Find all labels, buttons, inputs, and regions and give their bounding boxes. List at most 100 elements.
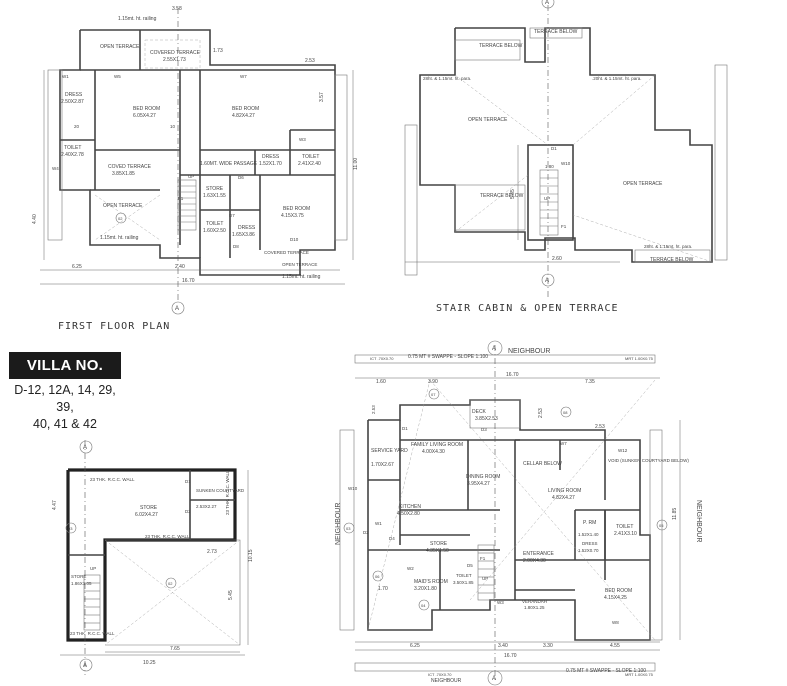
svg-text:4.15X3.75: 4.15X3.75 xyxy=(281,213,304,219)
note-rail-top: 1.15mt. ht. railing xyxy=(118,16,157,22)
svg-text:4.15X4.25: 4.15X4.25 xyxy=(604,595,627,601)
svg-text:3.40: 3.40 xyxy=(498,643,508,649)
svg-text:05: 05 xyxy=(659,523,664,528)
terrace-below-2: TERRACE BELOW xyxy=(534,29,578,35)
svg-text:2.41X3.10: 2.41X3.10 xyxy=(614,531,637,537)
svg-text:4.50X2.80: 4.50X2.80 xyxy=(397,511,420,517)
svg-text:10.25: 10.25 xyxy=(143,660,156,666)
svg-text:ICT .70X0.70: ICT .70X0.70 xyxy=(370,356,394,361)
room-p-rm: P. RM xyxy=(583,520,596,526)
svg-text:A: A xyxy=(492,676,496,682)
room-deck: DECK xyxy=(472,409,487,415)
svg-text:UP: UP xyxy=(90,566,96,571)
neighbour-left: NEIGHBOUR xyxy=(335,503,342,545)
svg-text:W3: W3 xyxy=(497,600,504,605)
svg-text:5.45: 5.45 xyxy=(228,590,234,600)
sunken-courtyard: SUNKEN COURTYARD xyxy=(196,488,245,493)
room-toilet-3: TOILET xyxy=(206,221,223,227)
svg-text:W10: W10 xyxy=(561,161,571,166)
svg-text:F1: F1 xyxy=(178,196,184,201)
room-service-yard: SERVICE YARD xyxy=(371,448,408,454)
room-enterance: ENTERANCE xyxy=(523,551,555,557)
room-toilet-1: TOILET xyxy=(64,145,81,151)
svg-text:2.73: 2.73 xyxy=(207,549,217,555)
room-open-terrace-1: OPEN TERRACE xyxy=(100,44,140,50)
svg-text:D4: D4 xyxy=(389,536,395,541)
svg-text:W4: W4 xyxy=(52,166,59,171)
svg-text:F1: F1 xyxy=(561,224,567,229)
svg-text:D5: D5 xyxy=(467,563,473,568)
terrace-below-3: TERRACE BELOW xyxy=(480,193,524,199)
room-dining: DINING ROOM xyxy=(466,474,500,480)
svg-text:08: 08 xyxy=(563,410,568,415)
svg-text:D1: D1 xyxy=(185,479,191,484)
room-bedroom-g: BED ROOM xyxy=(605,588,632,594)
svg-text:4.55: 4.55 xyxy=(610,643,620,649)
svg-text:06: 06 xyxy=(375,574,380,579)
svg-text:.20ht. & 1.15mt. ht. para.: .20ht. & 1.15mt. ht. para. xyxy=(592,76,642,81)
svg-text:2.53: 2.53 xyxy=(538,408,544,418)
svg-text:D8: D8 xyxy=(233,244,239,249)
villa-numbers-line-2: 40, 41 & 42 xyxy=(33,417,97,431)
svg-text:A: A xyxy=(83,445,87,451)
svg-text:W12: W12 xyxy=(618,448,628,453)
svg-text:2.55X1.73: 2.55X1.73 xyxy=(163,57,186,63)
svg-text:23 THK. R.C.C. WALL: 23 THK. R.C.C. WALL xyxy=(225,470,230,515)
room-bedroom-2: BED ROOM xyxy=(232,106,259,112)
svg-text:D3: D3 xyxy=(481,427,487,432)
svg-text:D2: D2 xyxy=(363,530,369,535)
svg-text:20: 20 xyxy=(74,124,80,129)
svg-text:2.53: 2.53 xyxy=(595,424,605,430)
terrace-below-1: TERRACE BELOW xyxy=(479,43,523,49)
svg-text:1.80: 1.80 xyxy=(545,164,554,169)
svg-text:2.41X2.40: 2.41X2.40 xyxy=(298,161,321,167)
svg-text:2.40: 2.40 xyxy=(175,264,185,270)
svg-text:1.52X1.40: 1.52X1.40 xyxy=(578,532,599,537)
first-floor-plan: 1.15mt. ht. railing 3.58 OPEN TERRACE CO… xyxy=(32,6,359,332)
svg-text:1.73: 1.73 xyxy=(213,48,223,54)
svg-text:07: 07 xyxy=(431,392,436,397)
room-toilet-g2: TOILET xyxy=(456,573,472,578)
svg-text:4.82X4.27: 4.82X4.27 xyxy=(552,495,575,501)
room-store-g: STORE xyxy=(430,541,448,547)
room-toilet-2: TOILET xyxy=(302,154,319,160)
svg-text:4.00X4.30: 4.00X4.30 xyxy=(422,449,445,455)
svg-text:W7: W7 xyxy=(240,74,247,79)
svg-text:6.05X4.27: 6.05X4.27 xyxy=(133,113,156,119)
svg-text:1.60: 1.60 xyxy=(376,379,386,385)
neighbour-top: NEIGHBOUR xyxy=(508,348,550,355)
svg-text:3.20X1.80: 3.20X1.80 xyxy=(414,586,437,592)
open-terrace-1: OPEN TERRACE xyxy=(468,117,508,123)
svg-text:11.85: 11.85 xyxy=(672,508,678,520)
svg-text:ICT .70X0.70: ICT .70X0.70 xyxy=(428,672,452,677)
svg-text:1.70: 1.70 xyxy=(378,586,388,592)
svg-text:D1: D1 xyxy=(402,426,408,431)
ground-floor-plan: 0.75 MT # SWAPPE - SLOPE 1:100 0.75 MT #… xyxy=(335,340,702,686)
room-dress-1: DRESS xyxy=(65,92,83,98)
svg-text:1.52X1.70: 1.52X1.70 xyxy=(259,161,282,167)
svg-text:A: A xyxy=(83,663,87,669)
svg-text:02: 02 xyxy=(168,581,173,586)
section-a-marker-basement-top xyxy=(79,440,93,454)
neighbour-right: NEIGHBOUR xyxy=(695,500,702,542)
villa-number-badge: VILLA NO. xyxy=(9,352,121,379)
dim-total: 16.70 xyxy=(182,278,195,284)
basement-store-2: STORE xyxy=(71,574,86,579)
swale-bottom: 0.75 MT # SWAPPE - SLOPE 1:100 xyxy=(566,668,646,674)
room-cellar-below: CELLAR BELOW xyxy=(523,461,562,467)
svg-text:16.70: 16.70 xyxy=(504,653,517,659)
svg-text:3.50X1.85: 3.50X1.85 xyxy=(453,580,474,585)
villa-numbers-line-1: D-12, 12A, 14, 29, 39, xyxy=(14,383,116,414)
room-kitchen: KITCHEN xyxy=(399,504,421,510)
svg-text:6.25: 6.25 xyxy=(410,643,420,649)
svg-text:MRT 1.00X0.75: MRT 1.00X0.75 xyxy=(625,672,654,677)
room-dress-3: DRESS xyxy=(238,225,256,231)
svg-text:W2: W2 xyxy=(407,566,414,571)
svg-text:2.00X4.30: 2.00X4.30 xyxy=(523,558,546,564)
svg-text:A: A xyxy=(492,346,496,352)
room-open-terrace-2: OPEN TERRACE xyxy=(103,203,143,209)
room-dress-2: DRESS xyxy=(262,154,280,160)
svg-text:W3: W3 xyxy=(299,137,306,142)
room-store: STORE xyxy=(206,186,224,192)
